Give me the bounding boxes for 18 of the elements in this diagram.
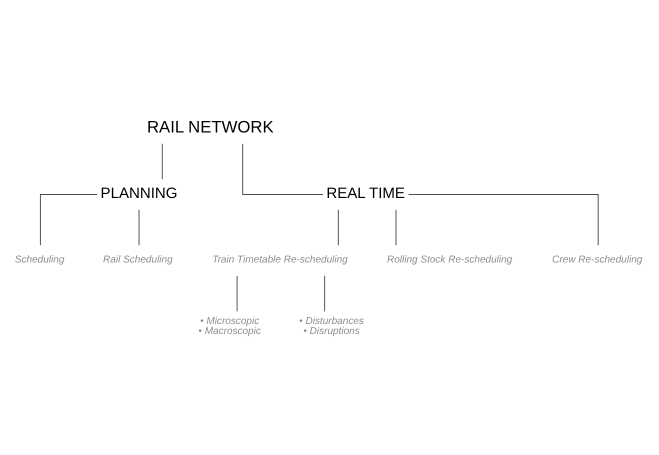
connector bbox=[138, 209, 140, 246]
connector bbox=[162, 143, 163, 180]
node-text: • Microscopic • Macroscopic bbox=[198, 316, 261, 337]
connector bbox=[40, 194, 98, 246]
connector bbox=[324, 275, 326, 312]
node-text: Crew Re-scheduling bbox=[552, 254, 642, 266]
connector bbox=[408, 194, 599, 246]
node-text: Scheduling bbox=[14, 254, 64, 266]
node-text: Rolling Stock Re-scheduling bbox=[386, 254, 512, 266]
node-text: RAIL NETWORK bbox=[146, 118, 274, 137]
node-text: Train Timetable Re-scheduling bbox=[212, 254, 348, 266]
node-text: PLANNING bbox=[100, 185, 178, 202]
connector bbox=[242, 143, 324, 195]
node-text: Rail Scheduling bbox=[103, 254, 173, 266]
node-text: REAL TIME bbox=[326, 185, 405, 202]
connector bbox=[236, 275, 238, 312]
node-text: • Disturbances • Disruptions bbox=[299, 316, 364, 337]
connector bbox=[338, 209, 339, 246]
